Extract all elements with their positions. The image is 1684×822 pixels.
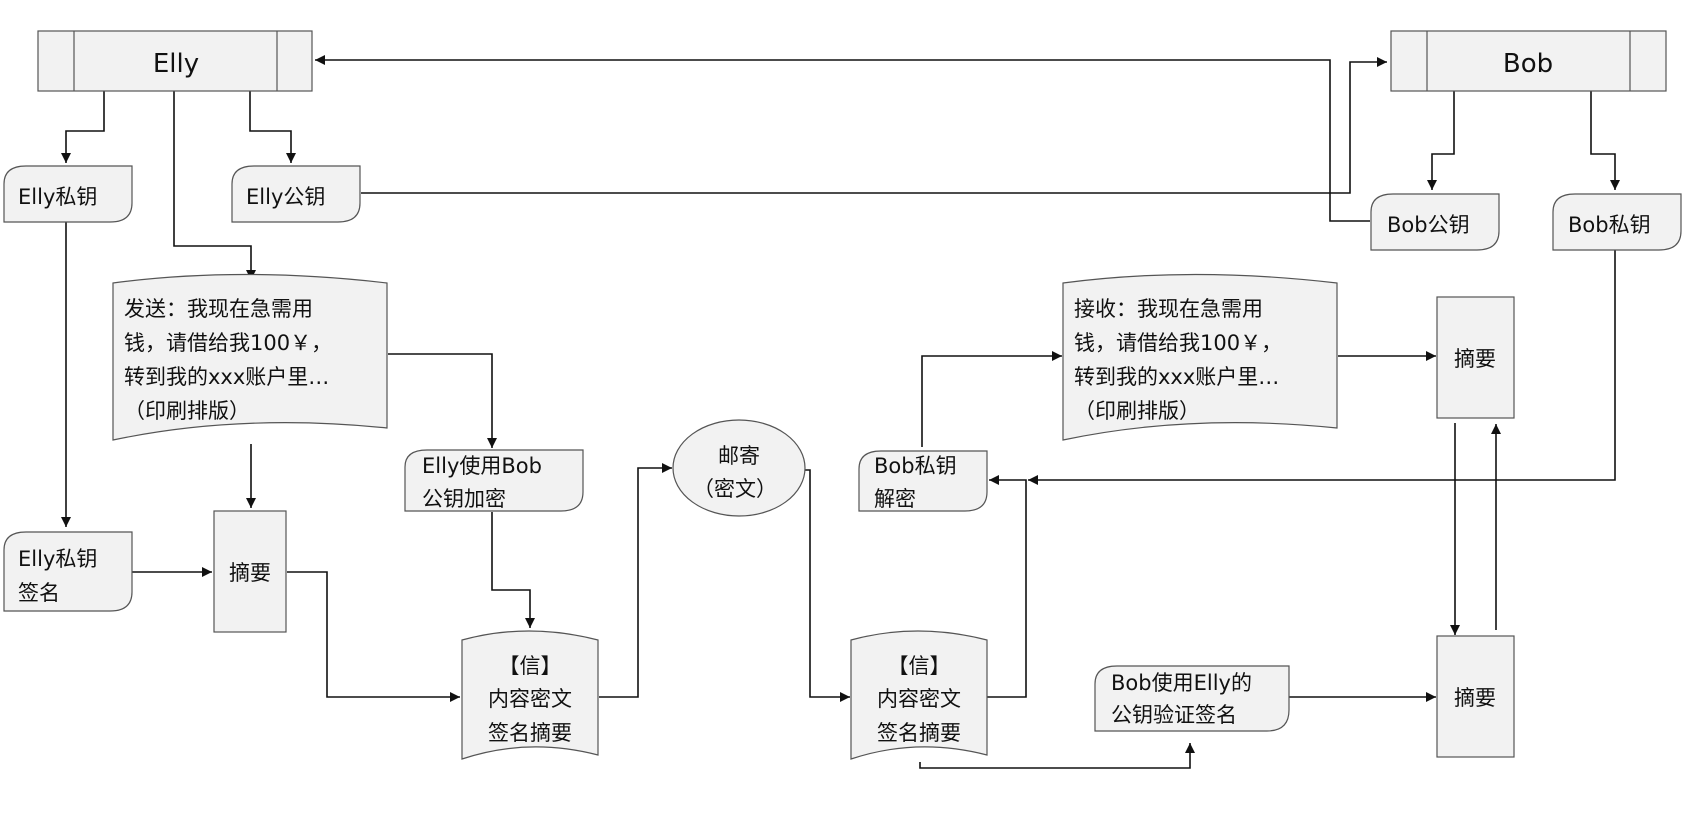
actor-elly-label: Elly — [153, 49, 199, 79]
elly-encrypt-line-1: Elly使用Bob — [422, 454, 542, 478]
elly-encrypt-line-2: 公钥加密 — [422, 487, 506, 511]
elly-digest-box[interactable]: 摘要 — [213, 510, 287, 633]
edge-bob-to-bob-public-key — [1427, 91, 1455, 190]
edges — [61, 55, 1620, 769]
bob-digest-box-bottom[interactable]: 摘要 — [1436, 635, 1515, 758]
received-letter-line-2: 内容密文 — [877, 687, 961, 711]
elly-digest-label: 摘要 — [229, 561, 271, 585]
elly-encrypt-step[interactable]: Elly使用Bob 公钥加密 — [404, 449, 584, 512]
edge-letter-to-mail — [599, 463, 672, 698]
bob-digest-top-label: 摘要 — [1454, 347, 1496, 371]
receive-doc-line-1: 接收：我现在急需用 — [1074, 297, 1263, 321]
bob-decrypt-line-1: Bob私钥 — [874, 454, 957, 478]
elly-public-key-card[interactable]: Elly公钥 — [231, 165, 361, 223]
receive-doc-line-4: （印刷排版） — [1074, 399, 1200, 423]
actor-bob-label: Bob — [1503, 49, 1553, 79]
elly-private-key-card[interactable]: Elly私钥 — [3, 165, 133, 223]
edge-send-doc-to-encrypt — [388, 353, 497, 448]
sent-letter[interactable]: 【信】 内容密文 签名摘要 — [461, 630, 599, 760]
elly-sign-step[interactable]: Elly私钥 签名 — [3, 531, 133, 612]
edge-received-letter-to-verify — [919, 743, 1195, 769]
received-letter-line-3: 签名摘要 — [877, 721, 961, 745]
edge-elly-public-key-to-bob — [361, 57, 1387, 194]
receive-doc-line-3: 转到我的xxx账户里… — [1074, 365, 1279, 389]
received-letter[interactable]: 【信】 内容密文 签名摘要 — [850, 630, 988, 760]
edge-elly-to-elly-private-key — [61, 91, 105, 163]
receive-document[interactable]: 接收：我现在急需用 钱，请借给我100￥， 转到我的xxx账户里… （印刷排版） — [1062, 273, 1338, 441]
sent-letter-line-3: 签名摘要 — [488, 721, 572, 745]
edge-bob-private-key-to-decrypt — [1028, 250, 1616, 485]
bob-decrypt-line-2: 解密 — [874, 487, 916, 511]
elly-sign-line-2: 签名 — [18, 581, 60, 605]
bob-digest-box-top[interactable]: 摘要 — [1436, 296, 1515, 419]
bob-decrypt-step[interactable]: Bob私钥 解密 — [858, 450, 988, 512]
send-doc-line-2: 钱，请借给我100￥， — [124, 331, 332, 355]
elly-private-key-label: Elly私钥 — [18, 185, 97, 209]
send-document[interactable]: 发送：我现在急需用 钱，请借给我100￥， 转到我的xxx账户里… （印刷排版） — [112, 273, 388, 441]
bob-verify-line-2: 公钥验证签名 — [1111, 703, 1237, 727]
received-letter-line-1: 【信】 — [888, 654, 951, 678]
receive-doc-line-2: 钱，请借给我100￥， — [1074, 331, 1282, 355]
send-doc-line-3: 转到我的xxx账户里… — [124, 365, 329, 389]
bob-verify-step[interactable]: Bob使用Elly的 公钥验证签名 — [1094, 665, 1290, 732]
bob-verify-line-1: Bob使用Elly的 — [1111, 671, 1252, 695]
edge-decrypt-to-receive-doc — [921, 351, 1062, 447]
actor-elly[interactable]: Elly — [37, 30, 313, 92]
bob-private-key-card[interactable]: Bob私钥 — [1552, 193, 1682, 251]
mail-line-1: 邮寄 — [718, 444, 760, 468]
edge-bob-public-key-to-elly — [315, 55, 1370, 222]
mail-step[interactable]: 邮寄 （密文） — [672, 419, 806, 517]
edge-digest-to-letter — [287, 571, 460, 702]
elly-sign-line-1: Elly私钥 — [18, 547, 97, 571]
send-doc-line-4: （印刷排版） — [124, 399, 250, 423]
edge-received-letter-to-decrypt — [987, 475, 1027, 698]
sent-letter-line-1: 【信】 — [499, 654, 562, 678]
edge-bob-to-bob-private-key — [1590, 91, 1620, 190]
elly-public-key-label: Elly公钥 — [246, 185, 325, 209]
edge-mail-to-received-letter — [805, 469, 850, 702]
edge-encrypt-to-letter — [491, 512, 535, 628]
edge-elly-to-send-doc — [173, 91, 256, 280]
bob-digest-bottom-label: 摘要 — [1454, 686, 1496, 710]
mail-line-2: （密文） — [693, 477, 777, 501]
send-doc-line-1: 发送：我现在急需用 — [124, 297, 313, 321]
actor-bob[interactable]: Bob — [1390, 30, 1667, 92]
bob-private-key-label: Bob私钥 — [1568, 213, 1651, 237]
bob-public-key-label: Bob公钥 — [1387, 213, 1470, 237]
bob-public-key-card[interactable]: Bob公钥 — [1370, 193, 1500, 251]
edge-elly-to-elly-public-key — [249, 91, 296, 163]
sent-letter-line-2: 内容密文 — [488, 687, 572, 711]
